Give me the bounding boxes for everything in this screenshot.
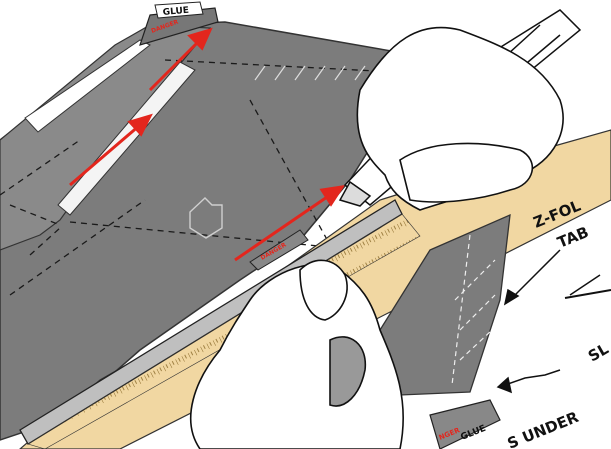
callout-arrows [498,250,611,392]
slide-partial: SL [585,339,611,365]
z-fold-line2: TAB [555,223,592,252]
tuck-under-text: S UNDER [505,408,582,449]
